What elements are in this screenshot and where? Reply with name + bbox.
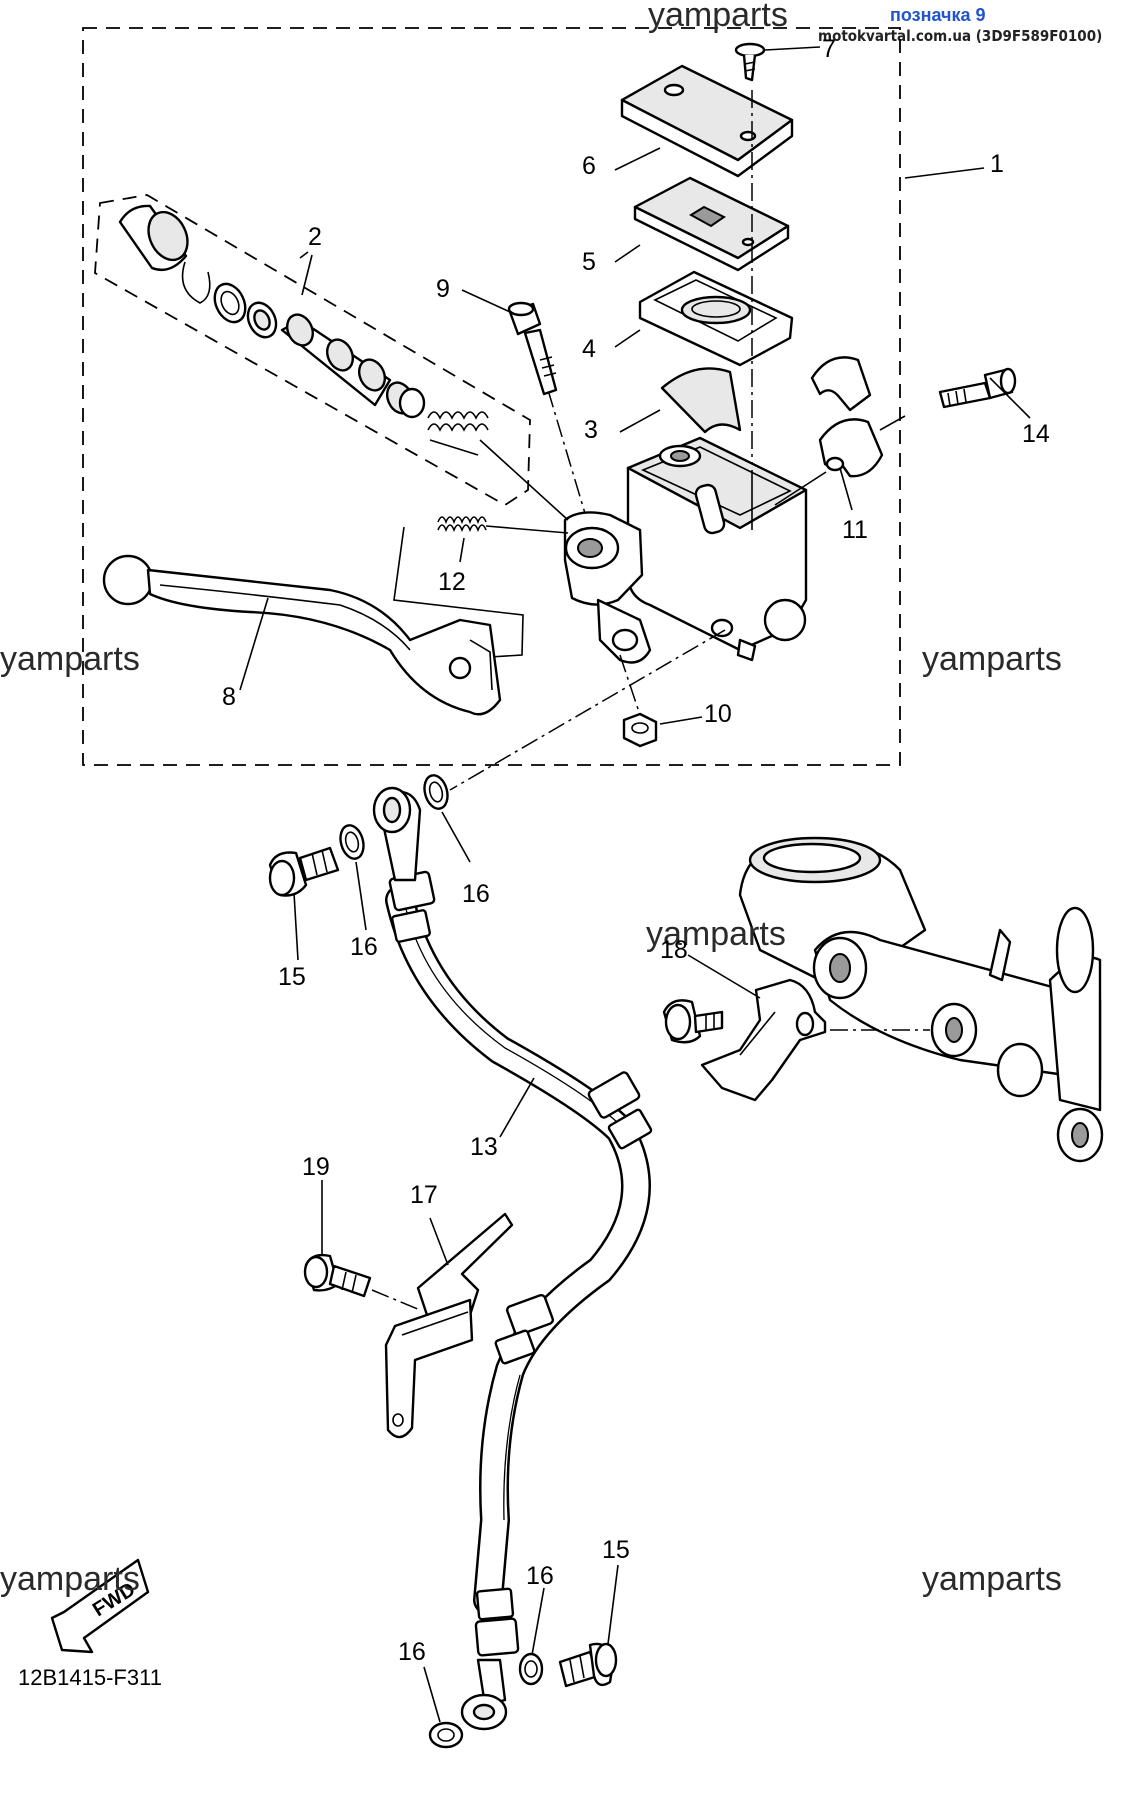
diaphragm bbox=[638, 270, 794, 367]
header-site: motokvartal.com.ua (3D9F589F0100) bbox=[818, 27, 1102, 45]
master-cylinder-body bbox=[563, 436, 808, 664]
callout-8: 8 bbox=[222, 683, 236, 711]
copper-washer-4 bbox=[428, 1721, 464, 1749]
watermark-middle: yamparts bbox=[646, 915, 786, 953]
leader-lines bbox=[239, 46, 1031, 1723]
callout-3: 3 bbox=[584, 416, 598, 444]
watermark-right: yamparts bbox=[922, 640, 1062, 678]
callout-6: 6 bbox=[582, 152, 596, 180]
copper-washer-4-hole bbox=[437, 1728, 455, 1742]
callout-12: 12 bbox=[438, 568, 466, 596]
callout-10: 10 bbox=[704, 700, 732, 728]
watermark-bottom-right: yamparts bbox=[922, 1560, 1062, 1598]
copper-washer-3-hole bbox=[524, 1660, 538, 1678]
master-cylinder-assembly-outline bbox=[82, 27, 901, 766]
copper-washer-1-hole bbox=[428, 781, 444, 803]
callout-9: 9 bbox=[436, 275, 450, 303]
hose-holder-bolt bbox=[662, 999, 724, 1044]
handlebar-clamp bbox=[774, 356, 906, 506]
callout-14: 14 bbox=[1022, 420, 1050, 448]
union-bolt-lower bbox=[558, 1642, 618, 1688]
diaphragm-plate bbox=[633, 176, 790, 272]
watermark-top: yamparts bbox=[648, 0, 788, 34]
callout-13: 13 bbox=[470, 1133, 498, 1161]
lever-pivot-bolt bbox=[507, 301, 558, 396]
callout-15-lower: 15 bbox=[602, 1536, 630, 1564]
assembly-axis-bolt-9 bbox=[547, 389, 591, 531]
union-bolt-upper bbox=[268, 846, 340, 897]
watermark-left: yamparts bbox=[0, 640, 140, 678]
piston-kit-outline bbox=[94, 194, 531, 507]
lever-pivot-bracket-line bbox=[393, 526, 524, 658]
hose-guide-bracket bbox=[384, 1212, 514, 1439]
watermark-bottom-left: yamparts bbox=[0, 1560, 140, 1598]
callout-16-c: 16 bbox=[526, 1562, 554, 1590]
callout-1: 1 bbox=[990, 150, 1004, 178]
callout-15-upper: 15 bbox=[278, 963, 306, 991]
pivot-nut bbox=[622, 712, 658, 748]
copper-washer-2 bbox=[339, 824, 365, 860]
bracket-bolt bbox=[303, 1253, 421, 1311]
callout-5: 5 bbox=[582, 248, 596, 276]
callout-7: 7 bbox=[822, 35, 836, 63]
callout-numbers: 1 2 3 4 5 6 7 8 9 10 11 12 13 14 15 15 1… bbox=[222, 35, 1050, 1666]
float-plate bbox=[660, 367, 742, 434]
brake-lever bbox=[102, 554, 502, 716]
callout-18: 18 bbox=[660, 936, 688, 964]
callout-2: 2 bbox=[308, 223, 322, 251]
header-label: позначка 9 bbox=[890, 5, 986, 25]
copper-washer-1 bbox=[423, 774, 449, 810]
callout-16-d: 16 bbox=[398, 1638, 426, 1666]
clamp-bolt bbox=[938, 367, 1017, 409]
callout-17: 17 bbox=[410, 1181, 438, 1209]
copper-washer-3 bbox=[518, 1652, 544, 1686]
brake-hose bbox=[372, 786, 653, 1731]
callout-16-b: 16 bbox=[462, 880, 490, 908]
assembly-axis-banjo bbox=[449, 629, 726, 791]
reservoir-cap bbox=[620, 64, 794, 178]
copper-washer-2-hole bbox=[344, 831, 360, 853]
callout-4: 4 bbox=[582, 335, 596, 363]
reservoir-cap-screw bbox=[734, 42, 766, 82]
lever-spring bbox=[437, 516, 569, 534]
callout-16-a: 16 bbox=[350, 933, 378, 961]
fork-bracket-inset bbox=[738, 836, 1104, 1163]
diagram-code: 12B1415-F311 bbox=[18, 1665, 162, 1690]
callout-11: 11 bbox=[842, 516, 868, 544]
hose-holder-18 bbox=[700, 978, 827, 1102]
piston-kit bbox=[118, 204, 569, 521]
callout-19: 19 bbox=[302, 1153, 330, 1181]
